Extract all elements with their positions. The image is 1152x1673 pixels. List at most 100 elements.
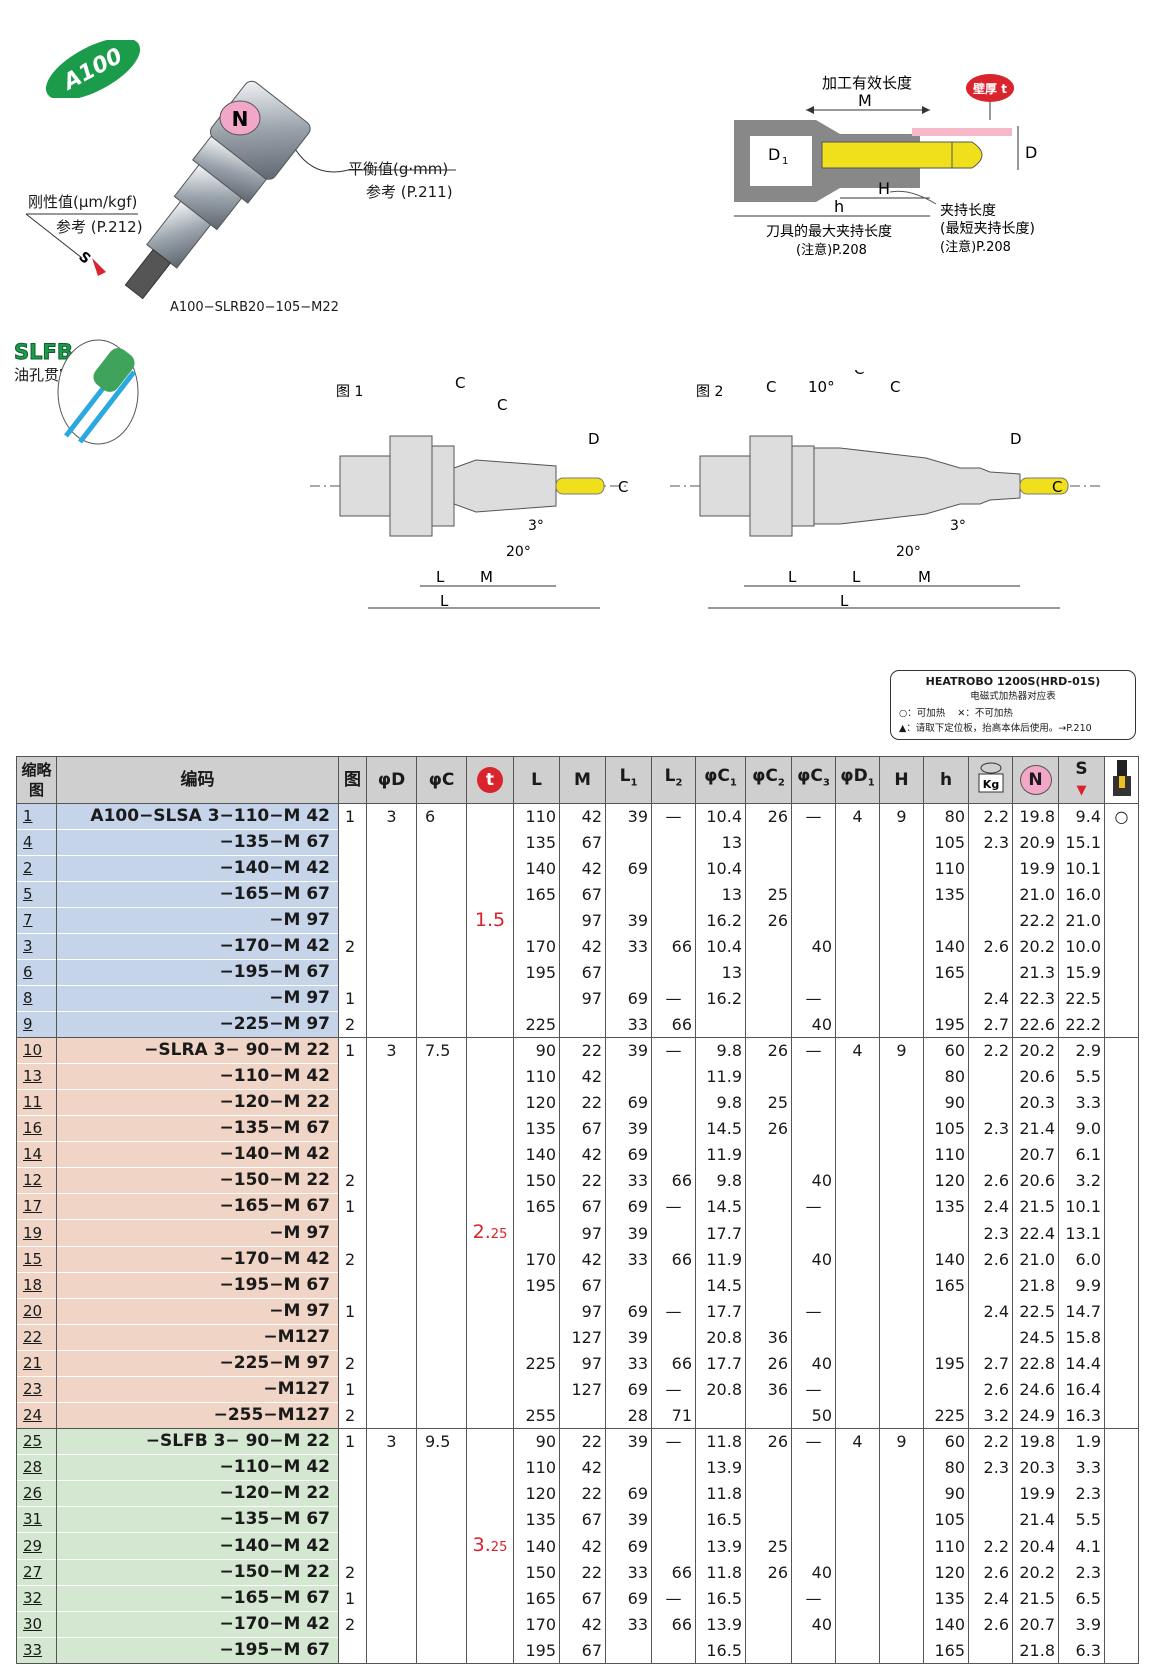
cell-d1	[835, 959, 880, 986]
cell-rigidity: 9.0	[1058, 1115, 1105, 1142]
cell-h-upper	[879, 1141, 924, 1168]
cell-d	[366, 1454, 417, 1481]
legend-ng: ：不可加热	[965, 708, 1013, 719]
cell-m: 42	[559, 1246, 606, 1273]
cell-no: 3	[16, 933, 57, 960]
cell-l	[513, 1219, 560, 1247]
cell-c3: 40	[791, 1350, 836, 1377]
cell-no: 5	[16, 881, 57, 908]
cell-d	[366, 855, 417, 882]
cell-c1: 9.8	[695, 1089, 746, 1116]
cell-c1: 14.5	[695, 1115, 746, 1142]
cell-c3	[791, 1089, 836, 1116]
cell-m: 42	[559, 803, 606, 830]
cell-c3: —	[791, 1193, 836, 1220]
cell-c2	[745, 1063, 792, 1090]
cell-heater	[1104, 1219, 1139, 1247]
cell-d1	[835, 829, 880, 856]
cell-c2	[745, 1585, 792, 1612]
cell-c3	[791, 1506, 836, 1533]
cell-d	[366, 1480, 417, 1507]
cell-c3: —	[791, 1298, 836, 1325]
cell-l1: 69	[605, 985, 652, 1012]
cell-c1: 20.8	[695, 1376, 746, 1403]
cell-d1	[835, 1402, 880, 1429]
cell-no: 23	[16, 1376, 57, 1403]
cell-fig: 2	[338, 1011, 367, 1038]
cell-fig	[338, 881, 367, 908]
cell-l2	[651, 1506, 696, 1533]
cell-t	[466, 1246, 514, 1273]
cell-heater	[1104, 1115, 1139, 1142]
cell-fig: 1	[338, 1585, 367, 1612]
cell-h-lower: 165	[923, 959, 969, 986]
rigidity-label: 刚性值(μm/kgf)	[28, 193, 138, 211]
rigidity-icon: S	[1075, 759, 1088, 779]
legend-ok: ○：可加热	[899, 708, 946, 719]
cell-rigidity: 3.2	[1058, 1167, 1105, 1194]
cell-d1	[835, 1115, 880, 1142]
cell-l2: 66	[651, 933, 696, 960]
cell-c2	[745, 1298, 792, 1325]
cell-weight: 2.2	[968, 1428, 1013, 1455]
cell-fig	[338, 855, 367, 882]
d1-label: D	[768, 145, 780, 164]
cell-h-upper	[879, 1115, 924, 1142]
cell-d	[366, 1506, 417, 1533]
cell-rigidity: 14.7	[1058, 1298, 1105, 1325]
cell-c1: 13.9	[695, 1611, 746, 1638]
cell-h-lower: 165	[923, 1637, 969, 1664]
cell-c3	[791, 1115, 836, 1142]
cell-c2: 26	[745, 1115, 792, 1142]
cell-l2: 66	[651, 1611, 696, 1638]
cell-c	[416, 1637, 467, 1664]
cell-fig	[338, 1115, 367, 1142]
cell-no: 7	[16, 907, 57, 934]
cell-d1	[835, 1011, 880, 1038]
cell-d	[366, 1219, 417, 1247]
cell-l1	[605, 1063, 652, 1090]
cell-d	[366, 1272, 417, 1299]
cell-h-upper	[879, 881, 924, 908]
cell-h-upper	[879, 1219, 924, 1247]
figure-2: 图 2 C 10° C C D C 3° 20° L L M L	[670, 370, 1100, 610]
cell-l1: 33	[605, 1011, 652, 1038]
cell-m: 42	[559, 1532, 606, 1560]
cell-balance: 24.5	[1012, 1324, 1059, 1351]
cell-c3: 40	[791, 933, 836, 960]
cell-m: 42	[559, 933, 606, 960]
fig1-title: 图 1	[336, 384, 363, 400]
cell-t	[466, 1559, 514, 1586]
cell-h-upper	[879, 855, 924, 882]
cell-balance: 20.2	[1012, 1037, 1059, 1064]
cell-d: 3	[366, 1037, 417, 1064]
cell-weight: 2.2	[968, 1037, 1013, 1064]
cell-rigidity: 5.5	[1058, 1506, 1105, 1533]
cell-no: 28	[16, 1454, 57, 1481]
cell-heater: ○	[1104, 803, 1139, 830]
cell-t	[466, 829, 514, 856]
cell-c1	[695, 1402, 746, 1429]
cell-fig	[338, 1506, 367, 1533]
cell-t	[466, 1402, 514, 1429]
cell-rigidity: 10.1	[1058, 855, 1105, 882]
t-icon: t	[477, 767, 503, 793]
cell-h-lower: 140	[923, 1611, 969, 1638]
cell-c1: 11.9	[695, 1141, 746, 1168]
cell-h-lower: 105	[923, 1115, 969, 1142]
cell-d1	[835, 933, 880, 960]
cell-c2	[745, 1246, 792, 1273]
cell-c2	[745, 1454, 792, 1481]
cell-heater	[1104, 1428, 1139, 1455]
cell-d1	[835, 1063, 880, 1090]
cell-weight	[968, 959, 1013, 986]
cell-weight: 2.3	[968, 1454, 1013, 1481]
cell-l: 150	[513, 1559, 560, 1586]
heatrobo-subtitle: 电磁式加热器对应表	[970, 691, 1056, 702]
cell-m: 127	[559, 1324, 606, 1351]
cell-no: 6	[16, 959, 57, 986]
